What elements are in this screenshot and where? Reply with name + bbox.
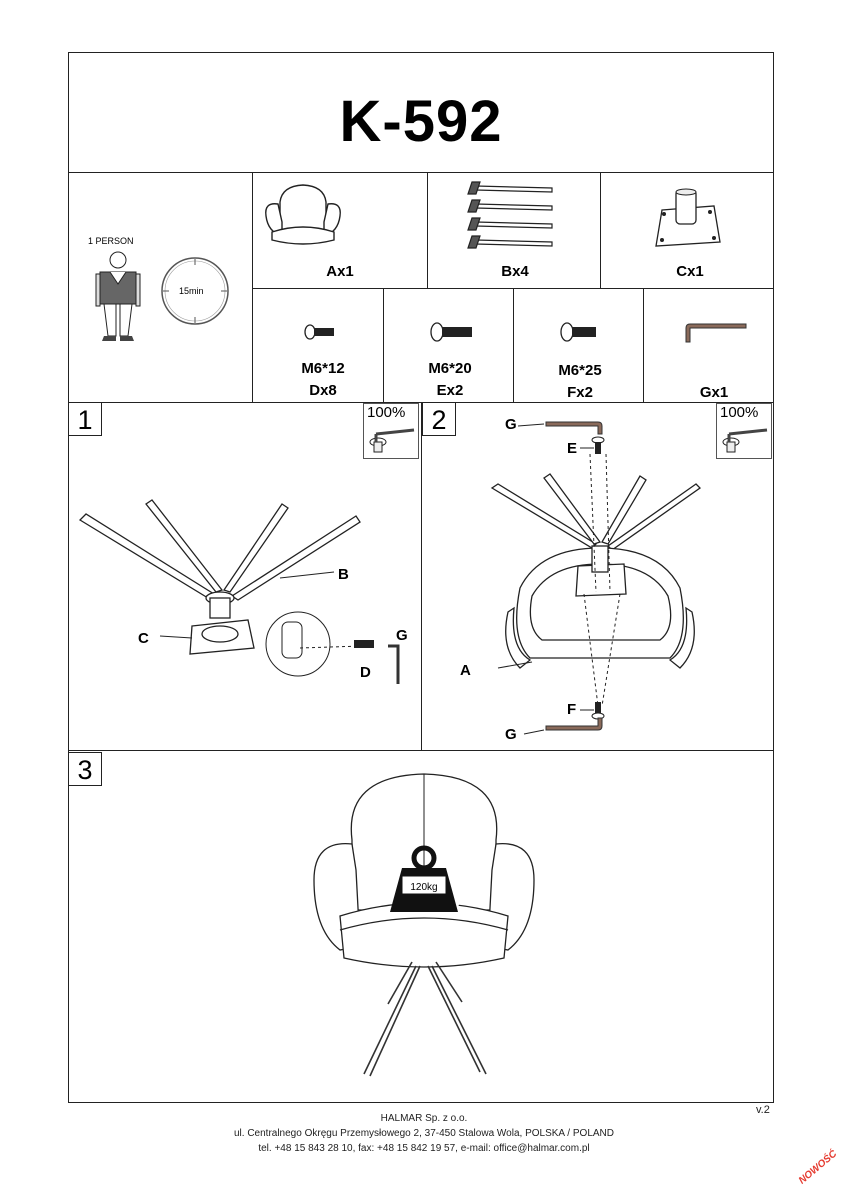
allen-key-icon [685,323,747,343]
short-bolt-icon [304,324,334,340]
part-b-label: Bx4 [501,263,529,280]
part-c-label: Cx1 [676,263,704,280]
divider [427,172,428,288]
callout-a: A [460,662,471,679]
product-title: K-592 [339,89,503,154]
person-icon [95,251,141,341]
step-1-legs-assembly-diagram [78,499,400,684]
tightness-box [716,403,772,459]
part-d-label: Dx8 [309,382,337,399]
long-bolt-icon [560,322,596,342]
part-a-label: Ax1 [326,263,354,280]
new-product-stamp: NOWOŚĆ [796,1148,840,1187]
callout-g-top: G [505,416,517,433]
divider [513,288,514,402]
weight-icon [390,845,458,912]
callout-g: G [396,627,408,644]
part-e-label: Ex2 [436,382,464,399]
divider [383,288,384,402]
company-name: HALMAR Sp. z o.o. [380,1113,468,1124]
divider [252,172,253,402]
step-2-seat-mounting-diagram [490,421,702,735]
step-3-number: 3 [68,752,102,786]
part-f-label: Fx2 [567,384,593,401]
company-address: ul. Centralnego Okręgu Przemysłowego 2, … [233,1128,614,1139]
max-load-label: 120kg [410,882,438,893]
divider [643,288,644,402]
callout-e: E [567,440,578,457]
wrench-tighten-icon [722,428,768,453]
step-3-assembled-chair-diagram [313,773,535,1077]
tightness-label: 100% [720,404,759,421]
version-label: v.2 [756,1104,770,1116]
callout-c: C [138,630,149,647]
swivel-plate-icon [655,188,721,247]
armchair-seat-icon [265,184,341,245]
company-contact: tel. +48 15 843 28 10, fax: +48 15 842 1… [258,1143,590,1154]
callout-d: D [360,664,371,681]
callout-f: F [567,701,577,718]
callout-g-bottom: G [505,726,517,743]
clock-icon [161,257,229,325]
part-d-size: M6*12 [301,360,345,377]
step-1-number: 1 [68,402,102,436]
divider [68,750,774,751]
tightness-box [363,403,419,459]
step-2-number: 2 [422,402,456,436]
part-f-size: M6*25 [558,362,602,379]
divider [421,402,422,750]
part-g-label: Gx1 [699,384,729,401]
callout-b: B [338,566,349,583]
chair-legs-icon [467,181,553,249]
divider [600,172,601,288]
divider [68,172,774,173]
medium-bolt-icon [430,322,472,342]
part-e-size: M6*20 [428,360,472,377]
tightness-label: 100% [367,404,406,421]
instruction-sheet-frame [68,52,774,1103]
person-count-label: 1 PERSON [88,236,134,246]
assembly-time-label: 15min [179,286,204,296]
wrench-tighten-icon [369,428,415,453]
